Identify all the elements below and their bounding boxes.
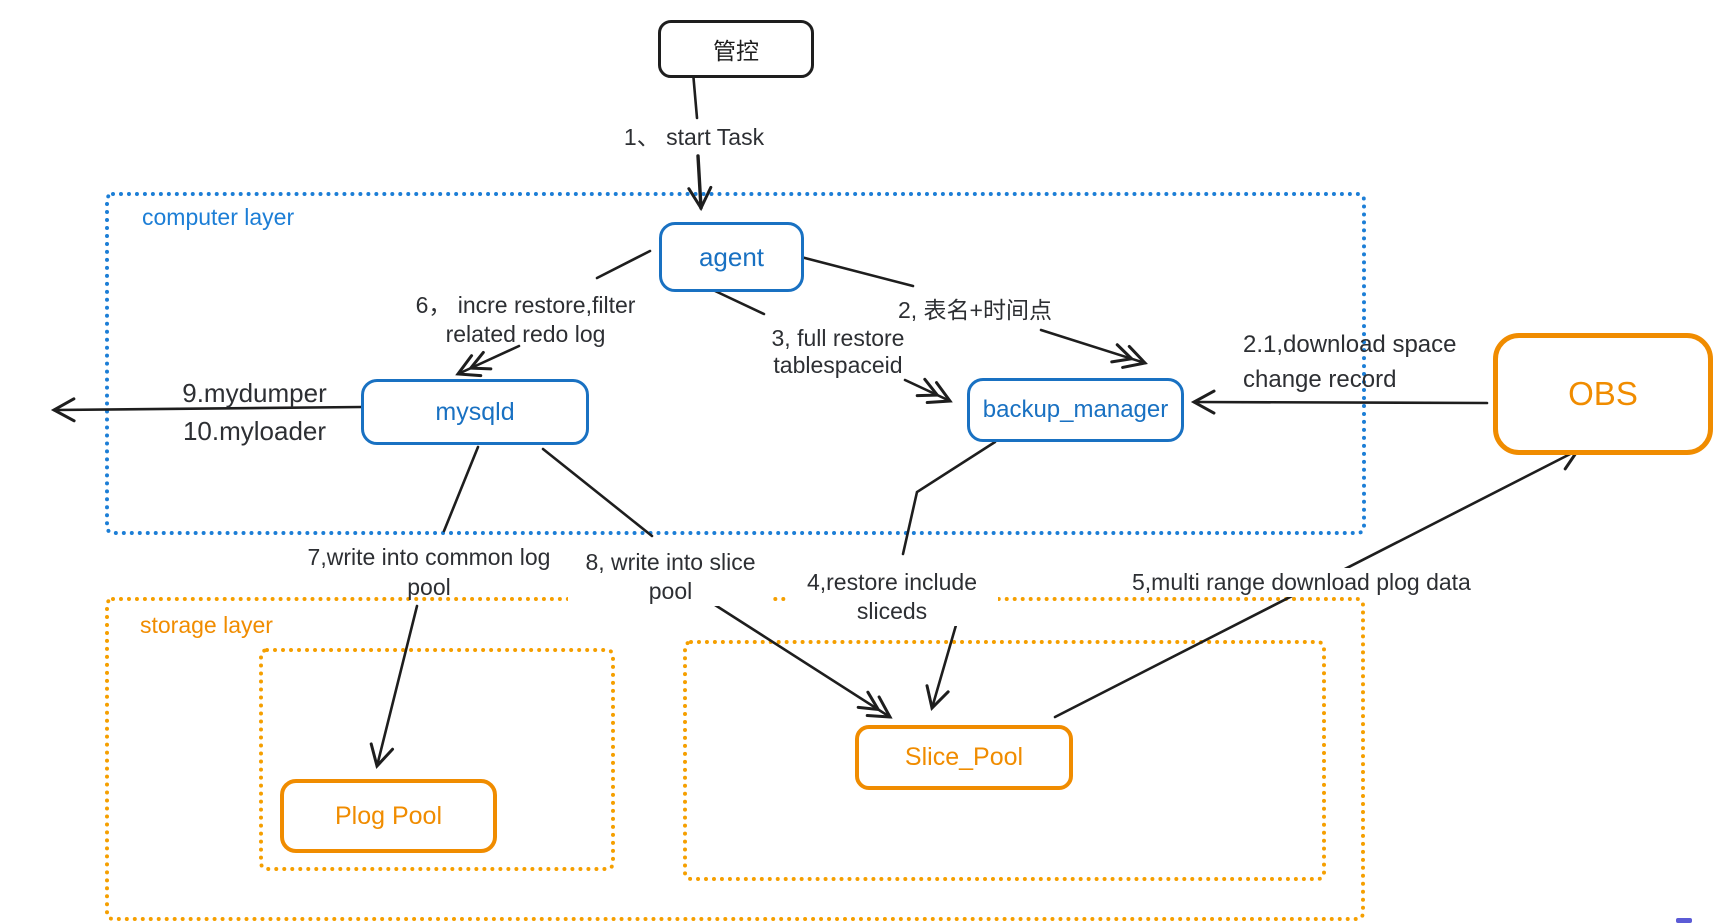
node-control-label: 管控: [713, 38, 759, 64]
node-slice-pool-label: Slice_Pool: [904, 743, 1024, 771]
label-table-time: 2, 表名+时间点: [866, 296, 1084, 325]
node-plog-pool-label: Plog Pool: [334, 801, 443, 830]
edge-restore-sliceds-a: [901, 440, 997, 556]
edge-start-task-a: [691, 70, 699, 120]
label-write-common-log: 7,write into common log pool: [307, 544, 551, 600]
edge-start-task-b: [687, 154, 713, 212]
edge-mydumper-myloader: [50, 397, 364, 423]
edge-incre-restore-a: [595, 249, 652, 280]
edge-full-restore-b: [903, 377, 953, 405]
node-agent-label: agent: [698, 241, 765, 272]
label-mydumper: 9.mydumper: [182, 378, 327, 408]
edge-download-record: [1190, 389, 1489, 415]
node-backup-manager[interactable]: backup_manager: [967, 378, 1184, 442]
label-start-task: 1、 start Task: [588, 123, 800, 152]
node-mysqld[interactable]: mysqld: [361, 379, 589, 445]
edge-write-slice-pool-b: [688, 587, 893, 719]
edge-table-time-b: [1039, 328, 1148, 369]
node-slice-pool[interactable]: Slice_Pool: [855, 725, 1073, 790]
node-backup-manager-label: backup_manager: [982, 396, 1169, 423]
cursor-mark: [1676, 918, 1692, 923]
node-plog-pool[interactable]: Plog Pool: [280, 779, 497, 853]
computer-layer-box: computer layer: [105, 192, 1366, 535]
label-write-slice-pool: 8, write into slice pool: [568, 548, 773, 606]
edge-full-restore-a: [711, 288, 766, 316]
edge-table-time-a: [799, 255, 915, 288]
computer-layer-label: computer layer: [142, 204, 295, 230]
label-full-restore: 3, full restore tablespaceid: [771, 325, 905, 378]
label-multi-range: 5,multi range download plog data: [1132, 568, 1504, 597]
edge-write-common-log-a: [442, 445, 480, 533]
label-restore-sliceds: 4,restore include sliceds: [786, 568, 998, 626]
label-incre-restore: 6， incre restore,filter related redo log: [415, 292, 636, 347]
slice-pool-group-box: [683, 640, 1326, 881]
node-obs-label: OBS: [1568, 375, 1638, 412]
edge-incre-restore-b: [455, 344, 521, 378]
node-mysqld-label: mysqld: [435, 397, 515, 426]
label-myloader: 10.myloader: [182, 416, 327, 446]
edge-write-slice-pool-a: [541, 447, 654, 538]
edge-write-common-log-b: [369, 604, 419, 770]
plog-pool-group-box: [259, 648, 615, 871]
node-control[interactable]: 管控: [658, 20, 814, 78]
label-download-record: 2.1,download space change record: [1243, 331, 1457, 393]
storage-layer-label: storage layer: [140, 612, 273, 638]
node-obs[interactable]: OBS: [1493, 333, 1713, 455]
node-agent[interactable]: agent: [659, 222, 804, 292]
